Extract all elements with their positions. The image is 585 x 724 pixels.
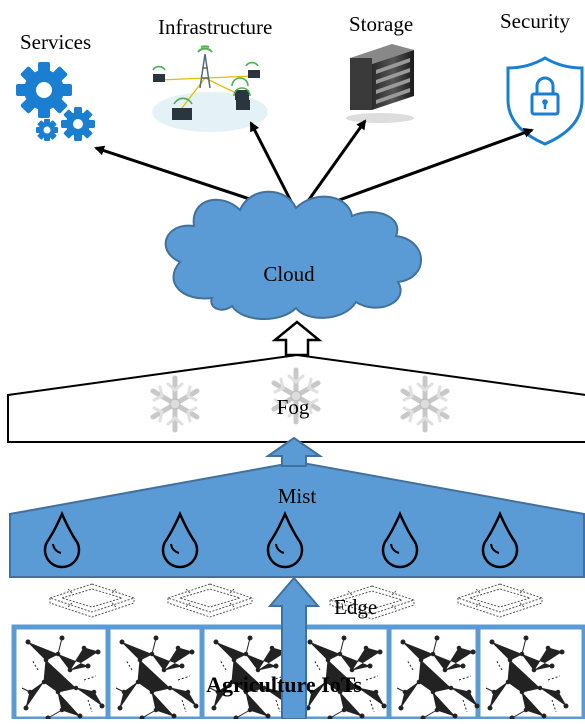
label-storage: Storage (349, 12, 413, 36)
label-cloud: Cloud (263, 262, 315, 286)
label-edge: Edge (334, 595, 377, 619)
label-services: Services (20, 30, 91, 54)
server-icon (346, 44, 414, 123)
label-security: Security (500, 9, 570, 33)
label-mist: Mist (278, 484, 317, 508)
iot-to-mist-arrow (267, 576, 321, 720)
label-agriculture-iots: Agriculture IoTs (206, 672, 362, 697)
network-icon (152, 45, 268, 132)
label-fog: Fog (277, 395, 310, 419)
gears-icon (16, 62, 95, 141)
cloud-shape (164, 190, 422, 321)
mist-layer (9, 460, 585, 578)
shield-lock-icon (506, 56, 584, 146)
mist-to-fog-arrow (264, 436, 324, 467)
label-infrastructure: Infrastructure (158, 15, 272, 39)
fog-to-cloud-arrow (271, 320, 323, 357)
